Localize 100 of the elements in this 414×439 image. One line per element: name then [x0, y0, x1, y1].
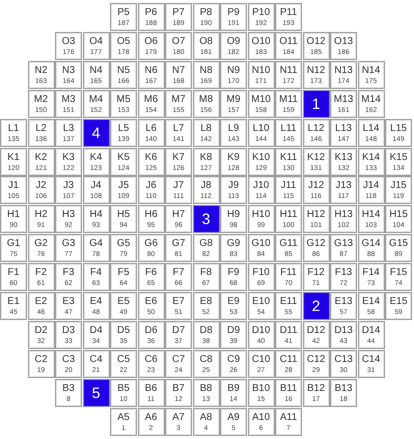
- grid-cell: [165, 148, 192, 176]
- cell-label: G11: [278, 238, 299, 250]
- cell-label: J4: [90, 180, 102, 192]
- cell-label: P5: [116, 7, 131, 18]
- grid-cell: [110, 3, 137, 31]
- grid-cell: [110, 320, 137, 349]
- grid-cell: [28, 350, 54, 378]
- grid-cell: [55, 32, 82, 60]
- cell-label: O10: [250, 36, 272, 47]
- grid-cell: [275, 408, 302, 436]
- grid-cell: [330, 148, 357, 176]
- cell-label: M9: [226, 94, 242, 105]
- grid-cell: [330, 292, 357, 320]
- grid-cell: [110, 60, 137, 89]
- cell-label: A7: [171, 412, 186, 423]
- grid-cell: [28, 176, 54, 204]
- grid-cell: [0, 263, 27, 292]
- grid-cell: [165, 118, 192, 147]
- cell-label: P11: [278, 7, 298, 18]
- grid-cell: [138, 60, 164, 89]
- grid-cell: [275, 32, 302, 60]
- grid-cell: [82, 292, 110, 320]
- cell-label: H14: [360, 209, 382, 220]
- cell-label: J8: [200, 180, 212, 192]
- cell-label: C5: [116, 354, 131, 365]
- grid-cell: [82, 350, 110, 378]
- grid-cell: [165, 176, 192, 204]
- grid-cell: [55, 90, 82, 118]
- cell-label: D11: [278, 324, 298, 336]
- grid-cell: [220, 3, 247, 31]
- cell-label: L6: [144, 122, 158, 134]
- cell-label: K1: [6, 152, 21, 162]
- grid-cell: [302, 263, 330, 292]
- grid-cell: [275, 60, 302, 89]
- cell-label: B8: [198, 382, 214, 394]
- cell-label: B7: [171, 382, 186, 394]
- grid-cell: [330, 118, 357, 147]
- grid-cell: [248, 90, 274, 118]
- cell-label: D10: [250, 324, 272, 336]
- grid-cell: [248, 176, 274, 204]
- grid-cell: [330, 350, 357, 378]
- grid-cell: [192, 118, 220, 147]
- cell-label: F4: [89, 267, 103, 278]
- grid-cell: [28, 292, 54, 320]
- cell-label: L10: [252, 122, 270, 134]
- grid-cell: [275, 90, 302, 118]
- grid-cell: [138, 148, 164, 176]
- cell-label: O5: [116, 36, 132, 47]
- grid-cell: [110, 292, 137, 320]
- grid-cell: [28, 320, 54, 349]
- cell-label: D2: [34, 324, 48, 336]
- cell-label: G5: [116, 238, 132, 250]
- grid-cell: [385, 234, 412, 262]
- cell-label: J2: [34, 180, 48, 192]
- grid-cell: [192, 3, 220, 31]
- grid-cell: [275, 350, 302, 378]
- grid-cell: [192, 263, 220, 292]
- grid-cell: [55, 60, 82, 89]
- grid-cell: [220, 90, 247, 118]
- grid-cell: [0, 234, 27, 262]
- grid-cell: [358, 176, 384, 204]
- grid-cell: [220, 148, 247, 176]
- grid-cell: [192, 292, 220, 320]
- cell-label: K4: [88, 152, 104, 162]
- grid-cell: [220, 32, 247, 60]
- cell-label: F10: [251, 267, 271, 278]
- cell-label: B5: [116, 382, 131, 394]
- grid-cell: [28, 90, 54, 118]
- grid-cell: [28, 148, 54, 176]
- grid-cell: [275, 148, 302, 176]
- cell-label: A10: [251, 412, 271, 423]
- grid-cell: [302, 320, 330, 349]
- cell-label: F9: [226, 267, 240, 278]
- grid-cell: [385, 292, 412, 320]
- grid-cell: [55, 292, 82, 320]
- cell-number: 3: [200, 212, 212, 228]
- cell-label: C8: [198, 354, 214, 365]
- cell-label: E1: [6, 296, 21, 307]
- cell-label: M2: [33, 94, 49, 105]
- cell-label: O13: [333, 36, 354, 47]
- cell-label: L8: [199, 122, 213, 134]
- grid-cell: [302, 234, 330, 262]
- cell-label: P7: [171, 7, 186, 18]
- cell-label: J5: [117, 180, 130, 192]
- grid-cell: [138, 3, 164, 31]
- grid-cell: [110, 263, 137, 292]
- grid-cell: [28, 60, 54, 89]
- cell-label: N9: [226, 64, 241, 76]
- cell-label: K7: [171, 152, 186, 162]
- cell-label: D5: [116, 324, 131, 336]
- grid-cell: [82, 90, 110, 118]
- cell-label: L5: [116, 122, 130, 134]
- grid-cell: [248, 263, 274, 292]
- cell-label: F5: [116, 267, 130, 278]
- cell-label: H4: [88, 209, 104, 220]
- cell-label: F3: [62, 267, 76, 278]
- grid-cell: [138, 263, 164, 292]
- cell-label: N4: [88, 64, 104, 76]
- grid-cell: [110, 350, 137, 378]
- grid-cell: [82, 32, 110, 60]
